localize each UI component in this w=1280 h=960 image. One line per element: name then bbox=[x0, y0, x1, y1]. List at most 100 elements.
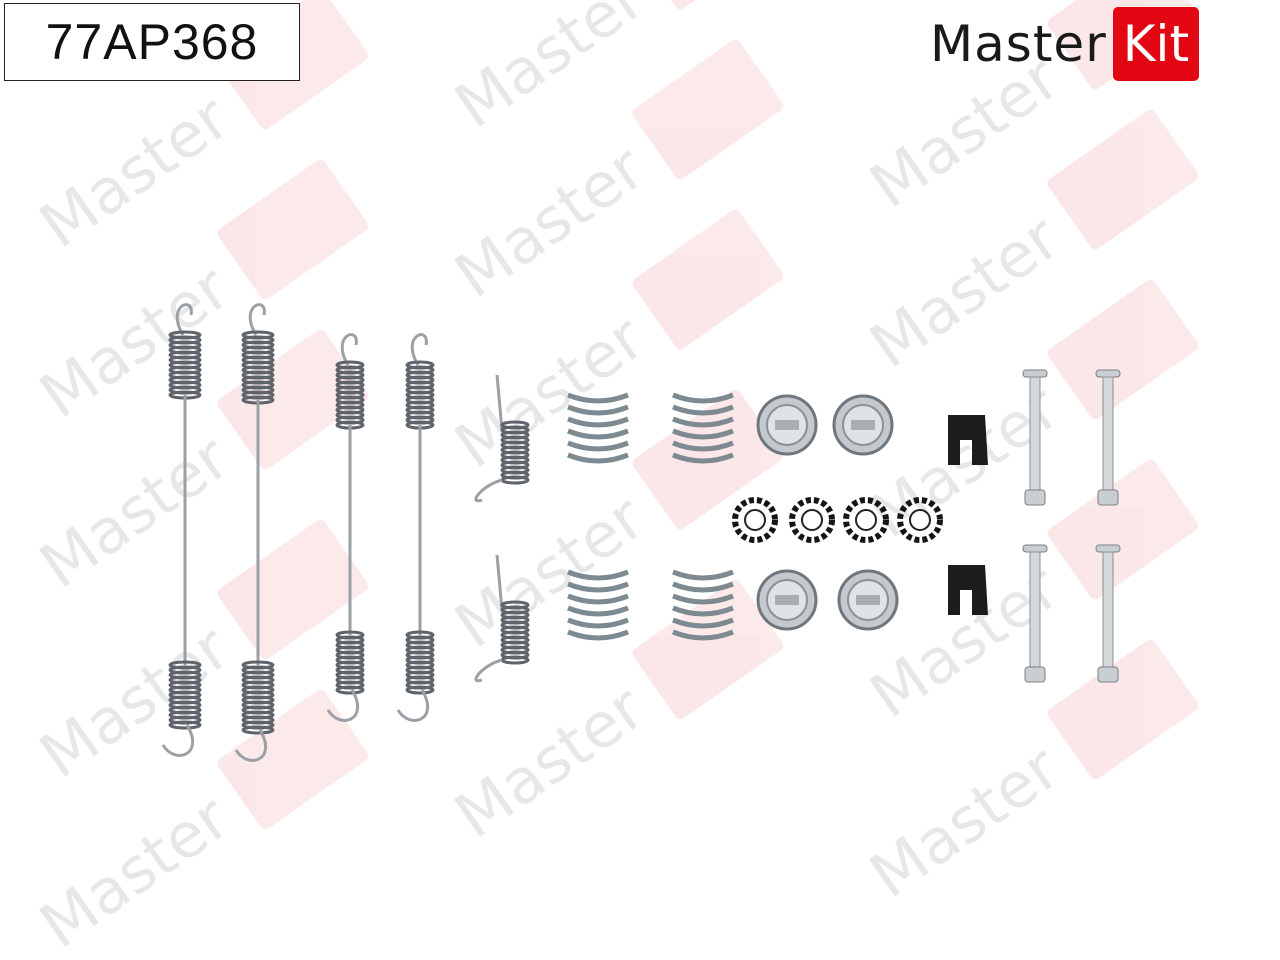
spring-hook bbox=[474, 658, 503, 683]
cup-slot bbox=[851, 420, 875, 430]
spring-turn bbox=[567, 617, 629, 629]
hold-down-pin bbox=[1022, 544, 1048, 683]
spring-hook bbox=[326, 689, 360, 722]
hold-down-pin bbox=[1095, 369, 1121, 506]
logo-text-master: Master bbox=[930, 15, 1107, 73]
retainer-cup bbox=[832, 394, 894, 456]
spring-turn bbox=[672, 440, 734, 452]
tension-spring bbox=[234, 303, 275, 762]
hold-down-pin bbox=[1095, 544, 1121, 683]
compression-spring bbox=[672, 392, 734, 464]
spring-hook bbox=[175, 303, 193, 336]
pin-shaft bbox=[1102, 551, 1114, 668]
spring-turn bbox=[672, 605, 734, 617]
spring-turn bbox=[567, 404, 629, 416]
tension-spring bbox=[326, 333, 365, 722]
washer-hole bbox=[909, 509, 931, 531]
watermark-kit-box bbox=[1047, 279, 1199, 420]
pin-shaft bbox=[1029, 551, 1041, 668]
spring-turn bbox=[567, 569, 629, 581]
product-code: 77AP368 bbox=[45, 14, 259, 70]
tension-spring bbox=[161, 303, 202, 757]
washer-hole bbox=[855, 509, 877, 531]
watermark-kit-box bbox=[217, 329, 369, 470]
spring-hook bbox=[474, 478, 503, 503]
clip bbox=[948, 565, 988, 615]
spring-arm bbox=[495, 554, 504, 611]
tension-spring bbox=[396, 333, 435, 722]
spring-turn bbox=[672, 392, 734, 404]
watermark-kit-box bbox=[632, 209, 784, 350]
washer-hole bbox=[801, 509, 823, 531]
spring-hook bbox=[396, 689, 430, 722]
spring-turn bbox=[672, 416, 734, 428]
coil-turn bbox=[241, 725, 275, 735]
pin-shaft bbox=[1102, 376, 1114, 491]
pin-shaft bbox=[1029, 376, 1041, 491]
spring-turn bbox=[672, 428, 734, 440]
coil-turn bbox=[500, 655, 530, 665]
spring-turn bbox=[567, 605, 629, 617]
spring-turn bbox=[672, 617, 734, 629]
coil-turn bbox=[500, 475, 530, 485]
retainer-cup bbox=[756, 569, 818, 631]
spring-turn bbox=[672, 569, 734, 581]
pin-head bbox=[1022, 544, 1048, 553]
spring-turn bbox=[567, 593, 629, 605]
coil-turn bbox=[335, 685, 365, 695]
pin-foot bbox=[1024, 666, 1046, 683]
spring-turn bbox=[567, 452, 629, 464]
spring-turn bbox=[672, 581, 734, 593]
compression-spring bbox=[567, 392, 629, 464]
pin-foot bbox=[1097, 489, 1119, 506]
spring-hook bbox=[161, 724, 195, 757]
cup-slot bbox=[775, 595, 799, 605]
spring-turn bbox=[567, 392, 629, 404]
pin-head bbox=[1095, 544, 1121, 553]
spring-turn bbox=[672, 629, 734, 641]
compression-spring bbox=[672, 569, 734, 641]
spring-hook bbox=[340, 333, 358, 366]
cup-slot bbox=[856, 595, 880, 605]
watermark-kit-box bbox=[632, 39, 784, 180]
spring-turn bbox=[567, 440, 629, 452]
cup-slot bbox=[775, 420, 799, 430]
washer-teeth bbox=[897, 497, 943, 543]
lock-washer bbox=[732, 497, 778, 543]
pin-foot bbox=[1097, 666, 1119, 683]
washer-hole bbox=[744, 509, 766, 531]
watermark-kit-box bbox=[217, 689, 369, 830]
watermark-kit-box bbox=[1047, 459, 1199, 600]
masterkit-logo: Master Kit bbox=[930, 6, 1200, 82]
small-return-spring bbox=[474, 554, 530, 683]
watermark-kit-box bbox=[632, 579, 784, 720]
spring-turn bbox=[567, 581, 629, 593]
washer-teeth bbox=[789, 497, 835, 543]
compression-spring bbox=[567, 569, 629, 641]
spring-turn bbox=[672, 452, 734, 464]
logo-text-kit: Kit bbox=[1112, 7, 1200, 81]
lock-washer bbox=[897, 497, 943, 543]
coil-turn bbox=[168, 720, 202, 730]
watermark-kit-box bbox=[1047, 639, 1199, 780]
spring-hook bbox=[410, 333, 428, 366]
spring-hook bbox=[248, 303, 266, 336]
pin-foot bbox=[1024, 489, 1046, 506]
small-return-spring bbox=[474, 374, 530, 503]
pin-head bbox=[1022, 369, 1048, 378]
spring-turn bbox=[672, 404, 734, 416]
retainer-cup bbox=[837, 569, 899, 631]
spring-arm bbox=[495, 374, 504, 431]
washer-teeth bbox=[732, 497, 778, 543]
spring-turn bbox=[567, 629, 629, 641]
lock-washer bbox=[843, 497, 889, 543]
spring-hook bbox=[234, 729, 268, 762]
lock-washer bbox=[789, 497, 835, 543]
watermark-kit-box bbox=[217, 159, 369, 300]
spring-turn bbox=[672, 593, 734, 605]
product-code-label: 77AP368 bbox=[4, 3, 300, 81]
spring-turn bbox=[567, 428, 629, 440]
watermark-kit-box bbox=[217, 519, 369, 660]
